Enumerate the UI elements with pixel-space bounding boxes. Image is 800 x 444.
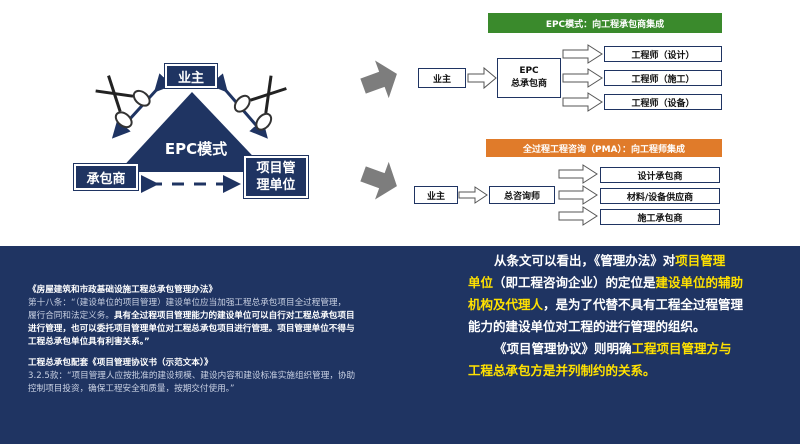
epc-target-equipment: 工程师（设备） [604, 94, 722, 110]
epc-hub-box: EPC 总承包商 [497, 58, 561, 98]
epc-hub-line2: 总承包商 [510, 79, 547, 89]
article-prefix: 第十八条： [28, 298, 71, 308]
article-line-3: 进行管理，也可以委托项目管理单位对工程总承包项目进行管理。项目管理单位不得与 [28, 323, 448, 336]
scissors-left-icon [95, 75, 151, 129]
triangle-shape [118, 92, 268, 172]
article-line-1: 第十八条：“（建设单位的项目管理）建设单位应当加强工程总承包项目全过程管理， [28, 297, 448, 310]
conclusion-2b: （即工程咨询企业）的定位是 [493, 275, 656, 290]
triangle-center-label: EPC模式 [164, 139, 228, 158]
conclusion-line-6: 工程总承包方是并列制约的关系。 [468, 360, 778, 382]
pma-target-supplier: 材料/设备供应商 [600, 188, 720, 204]
conclusion-line-5: 《项目管理协议》则明确工程项目管理方与 [468, 338, 778, 360]
epc-target-design: 工程师（设计） [604, 46, 722, 62]
contract-title: 工程总承包配套《项目管理协议书（示范文本）》 [28, 358, 213, 368]
clause-line-1: 3.2.5款：“项目管理人应按批准的建设规模、建设内容和建设标准实施组织管理，协… [28, 371, 356, 381]
conclusion-1a: 从条文可以看出，《管理办法》对 [494, 253, 676, 268]
conclusion-3a: 机构及代理人 [468, 297, 544, 312]
pma-target-construction: 施工承包商 [600, 209, 720, 225]
pm-unit-line2: 理单位 [256, 178, 296, 193]
pm-unit-node: 项目管 理单位 [243, 155, 309, 199]
article-line-2a: 履行合同和法定义务。 [28, 311, 114, 321]
pma-target-design: 设计承包商 [600, 167, 720, 183]
regulation-excerpt: 《房屋建筑和市政基础设施工程总承包管理办法》 第十八条：“（建设单位的项目管理）… [28, 284, 448, 396]
conclusion-1b: 项目管理 [675, 253, 726, 268]
article-line-1-text: “（建设单位的项目管理）建设单位应当加强工程总承包项目全过程管理， [70, 298, 347, 308]
law-title: 《房屋建筑和市政基础设施工程总承包管理办法》 [28, 285, 218, 295]
conclusion-2c: 建设单位的辅助 [655, 275, 744, 290]
article-line-4-text: 工程总承包单位具有利害关系。” [28, 337, 150, 347]
gray-arrow-upper-icon [360, 60, 397, 99]
epc-flow-arrows [467, 44, 603, 112]
pm-unit-line1: 项目管 [256, 161, 296, 176]
conclusion-text: 从条文可以看出，《管理办法》对项目管理 单位（即工程咨询企业）的定位是建设单位的… [468, 250, 778, 382]
conclusion-5b: 工程项目管理方与 [631, 341, 732, 356]
epc-banner: EPC模式：向工程承包商集成 [488, 13, 722, 33]
conclusion-5a: 《项目管理协议》则明确 [494, 341, 632, 356]
epc-hub-line1: EPC [519, 66, 539, 76]
conclusion-6a: 工程总承包方是并列制约的关系。 [468, 363, 656, 378]
article-line-2b: 具有全过程项目管理能力的建设单位可以自行对工程总承包项目 [113, 311, 355, 321]
gray-arrow-lower-icon [360, 161, 397, 200]
conclusion-line-2: 单位（即工程咨询企业）的定位是建设单位的辅助 [468, 272, 778, 294]
article-line-4: 工程总承包单位具有利害关系。” [28, 336, 448, 349]
epc-target-construction: 工程师（施工） [604, 70, 722, 86]
conclusion-2a: 单位 [468, 275, 494, 290]
epc-triangle-diagram [95, 73, 287, 193]
conclusion-line-4: 能力的建设单位对工程的进行管理的组织。 [468, 319, 706, 334]
conclusion-line-1: 从条文可以看出，《管理办法》对项目管理 [468, 250, 778, 272]
owner-node: 业主 [164, 63, 218, 89]
article-line-2: 履行合同和法定义务。具有全过程项目管理能力的建设单位可以自行对工程总承包项目 [28, 310, 448, 323]
top-section: EPC模式 业主 承包商 项目管 理单位 EPC模式：向工程承包商集成 业主 E… [73, 13, 722, 226]
article-line-3-text: 进行管理，也可以委托项目管理单位对工程总承包项目进行管理。项目管理单位不得与 [28, 324, 355, 334]
contractor-node: 承包商 [73, 163, 139, 191]
scissors-right-icon [233, 75, 287, 131]
epc-owner-box: 业主 [418, 68, 466, 88]
conclusion-3b: ，是为了代替不具有工程全过程管理 [543, 297, 744, 312]
conclusion-line-3: 机构及代理人，是为了代替不具有工程全过程管理 [468, 294, 778, 316]
bottom-section: 《房屋建筑和市政基础设施工程总承包管理办法》 第十八条：“（建设单位的项目管理）… [0, 246, 800, 444]
pma-owner-box: 业主 [414, 186, 458, 204]
pma-hub-box: 总咨询师 [489, 186, 555, 204]
pma-flow-arrows [458, 164, 598, 226]
clause-line-2: 控制项目投资，确保工程安全和质量，按期交付使用。” [28, 384, 235, 394]
pma-banner: 全过程工程咨询（PMA）：向工程师集成 [486, 139, 722, 157]
